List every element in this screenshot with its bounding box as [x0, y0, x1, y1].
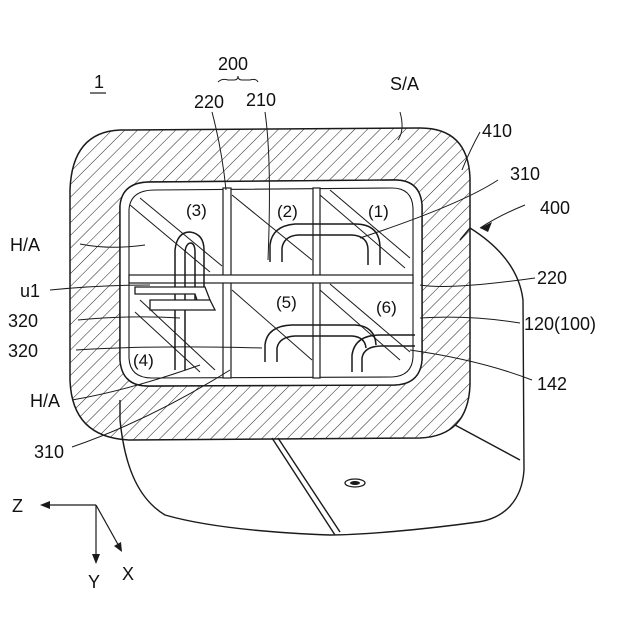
cell-5: (5) — [276, 293, 297, 312]
label-400: 400 — [540, 198, 570, 218]
axis-z-arrow — [40, 501, 50, 509]
label-320-a: 320 — [8, 311, 38, 331]
axis-y-arrow — [92, 554, 100, 564]
cell-3: (3) — [186, 201, 207, 220]
figure-number: 1 — [94, 72, 104, 92]
label-sa: S/A — [390, 74, 419, 94]
axis-x-label: X — [122, 564, 134, 584]
cell-2: (2) — [277, 202, 298, 221]
label-310-bottom: 310 — [34, 442, 64, 462]
label-220-top: 220 — [194, 92, 224, 112]
label-ha-left: H/A — [10, 235, 40, 255]
label-u1: u1 — [20, 281, 40, 301]
label-120-100: 120(100) — [524, 314, 596, 334]
coordinate-axes — [44, 505, 120, 560]
label-200: 200 — [218, 54, 248, 74]
label-ha-bottom: H/A — [30, 391, 60, 411]
axis-y-label: Y — [88, 572, 100, 592]
label-410: 410 — [482, 121, 512, 141]
axis-z-label: Z — [12, 496, 23, 516]
label-310-right: 310 — [510, 164, 540, 184]
label-142: 142 — [537, 374, 567, 394]
cell-1: (1) — [368, 202, 389, 221]
label-210: 210 — [246, 90, 276, 110]
label-320-b: 320 — [8, 341, 38, 361]
cell-4: (4) — [133, 351, 154, 370]
label-220-right: 220 — [537, 268, 567, 288]
fastener-hole-core — [350, 481, 360, 485]
cell-6: (6) — [376, 298, 397, 317]
